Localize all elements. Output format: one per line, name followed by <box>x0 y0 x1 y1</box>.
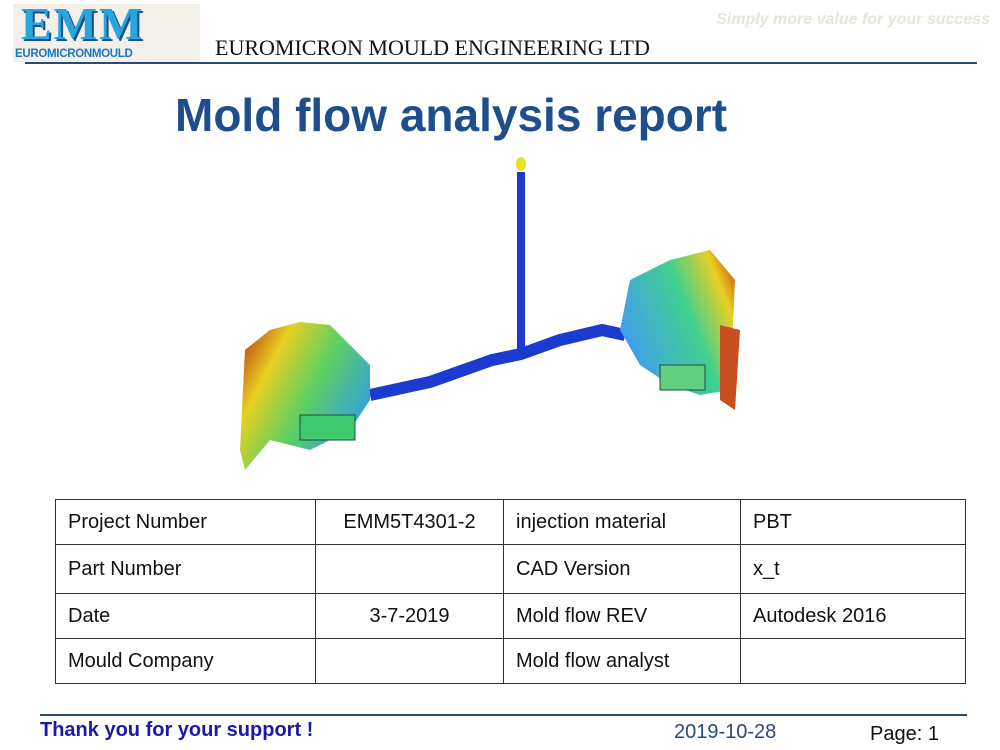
runner <box>368 323 627 401</box>
label-cad-version: CAD Version <box>503 544 741 594</box>
label-date: Date <box>55 593 316 639</box>
footer-divider <box>40 714 967 716</box>
value-date: 3-7-2019 <box>315 593 504 639</box>
left-part <box>240 322 370 470</box>
sprue <box>517 172 525 354</box>
value-injection-material: PBT <box>740 499 966 545</box>
value-mold-flow-analyst <box>740 638 966 684</box>
page-title: Mold flow analysis report <box>175 89 728 141</box>
injection-point <box>516 157 526 171</box>
page-number: Page: 1 <box>870 723 939 745</box>
value-mould-company <box>315 638 504 684</box>
logo-text: EMM <box>21 4 145 49</box>
label-project-number: Project Number <box>55 499 316 545</box>
label-part-number: Part Number <box>55 544 316 594</box>
footer-thanks: Thank you for your support ! <box>40 719 314 741</box>
label-injection-material: injection material <box>503 499 741 545</box>
company-logo: EMM EUROMICRONMOULD <box>13 4 200 62</box>
mold-flow-model-image <box>240 157 740 470</box>
table-row: Mould Company Mold flow analyst <box>55 638 966 684</box>
label-mold-flow-analyst: Mold flow analyst <box>503 638 741 684</box>
value-cad-version: x_t <box>740 544 966 594</box>
value-mold-flow-rev: Autodesk 2016 <box>740 593 966 639</box>
value-project-number: EMM5T4301-2 <box>315 499 504 545</box>
label-mold-flow-rev: Mold flow REV <box>503 593 741 639</box>
right-part <box>620 250 735 395</box>
slogan: Simply more value for your success <box>716 11 990 28</box>
footer-date: 2019-10-28 <box>674 721 777 743</box>
label-mould-company: Mould Company <box>55 638 316 684</box>
left-part-detail <box>299 414 356 441</box>
logo-subtext: EUROMICRONMOULD <box>15 48 133 60</box>
header-divider <box>25 62 977 64</box>
right-part-detail <box>659 364 706 391</box>
value-part-number <box>315 544 504 594</box>
right-part-flange <box>720 325 740 410</box>
company-name: EUROMICRON MOULD ENGINEERING LTD <box>215 35 650 60</box>
